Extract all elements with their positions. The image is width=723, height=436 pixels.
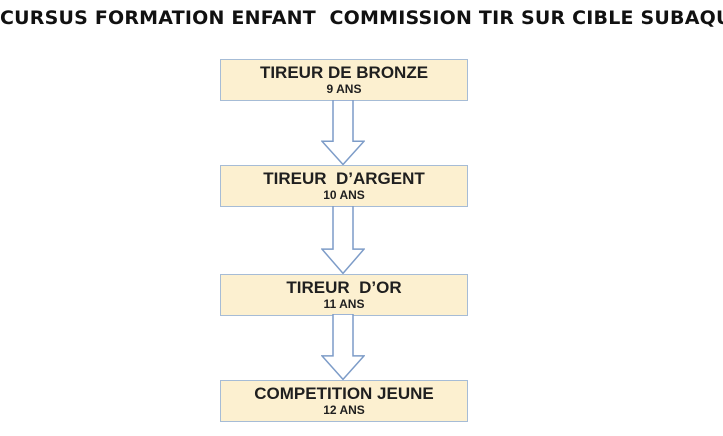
step-age: 11 ANS <box>323 296 365 311</box>
step-box-competition-jeune: COMPETITION JEUNE 12 ANS <box>220 380 468 422</box>
step-label: TIREUR D’ARGENT <box>263 169 425 189</box>
down-arrow-icon <box>321 314 365 381</box>
step-box-tireur-de-bronze: TIREUR DE BRONZE 9 ANS <box>220 59 468 101</box>
step-label: COMPETITION JEUNE <box>254 384 434 404</box>
step-age: 9 ANS <box>326 81 362 96</box>
page-title: CURSUS FORMATION ENFANT COMMISSION TIR S… <box>0 7 723 29</box>
step-label: TIREUR DE BRONZE <box>259 63 429 83</box>
step-box-tireur-d-argent: TIREUR D’ARGENT 10 ANS <box>220 165 468 207</box>
step-box-tireur-d-or: TIREUR D’OR 11 ANS <box>220 274 468 316</box>
step-age: 10 ANS <box>323 187 365 202</box>
step-label: TIREUR D’OR <box>286 278 402 298</box>
step-age: 12 ANS <box>323 402 365 417</box>
down-arrow-icon <box>321 100 365 166</box>
down-arrow-icon <box>321 206 365 275</box>
